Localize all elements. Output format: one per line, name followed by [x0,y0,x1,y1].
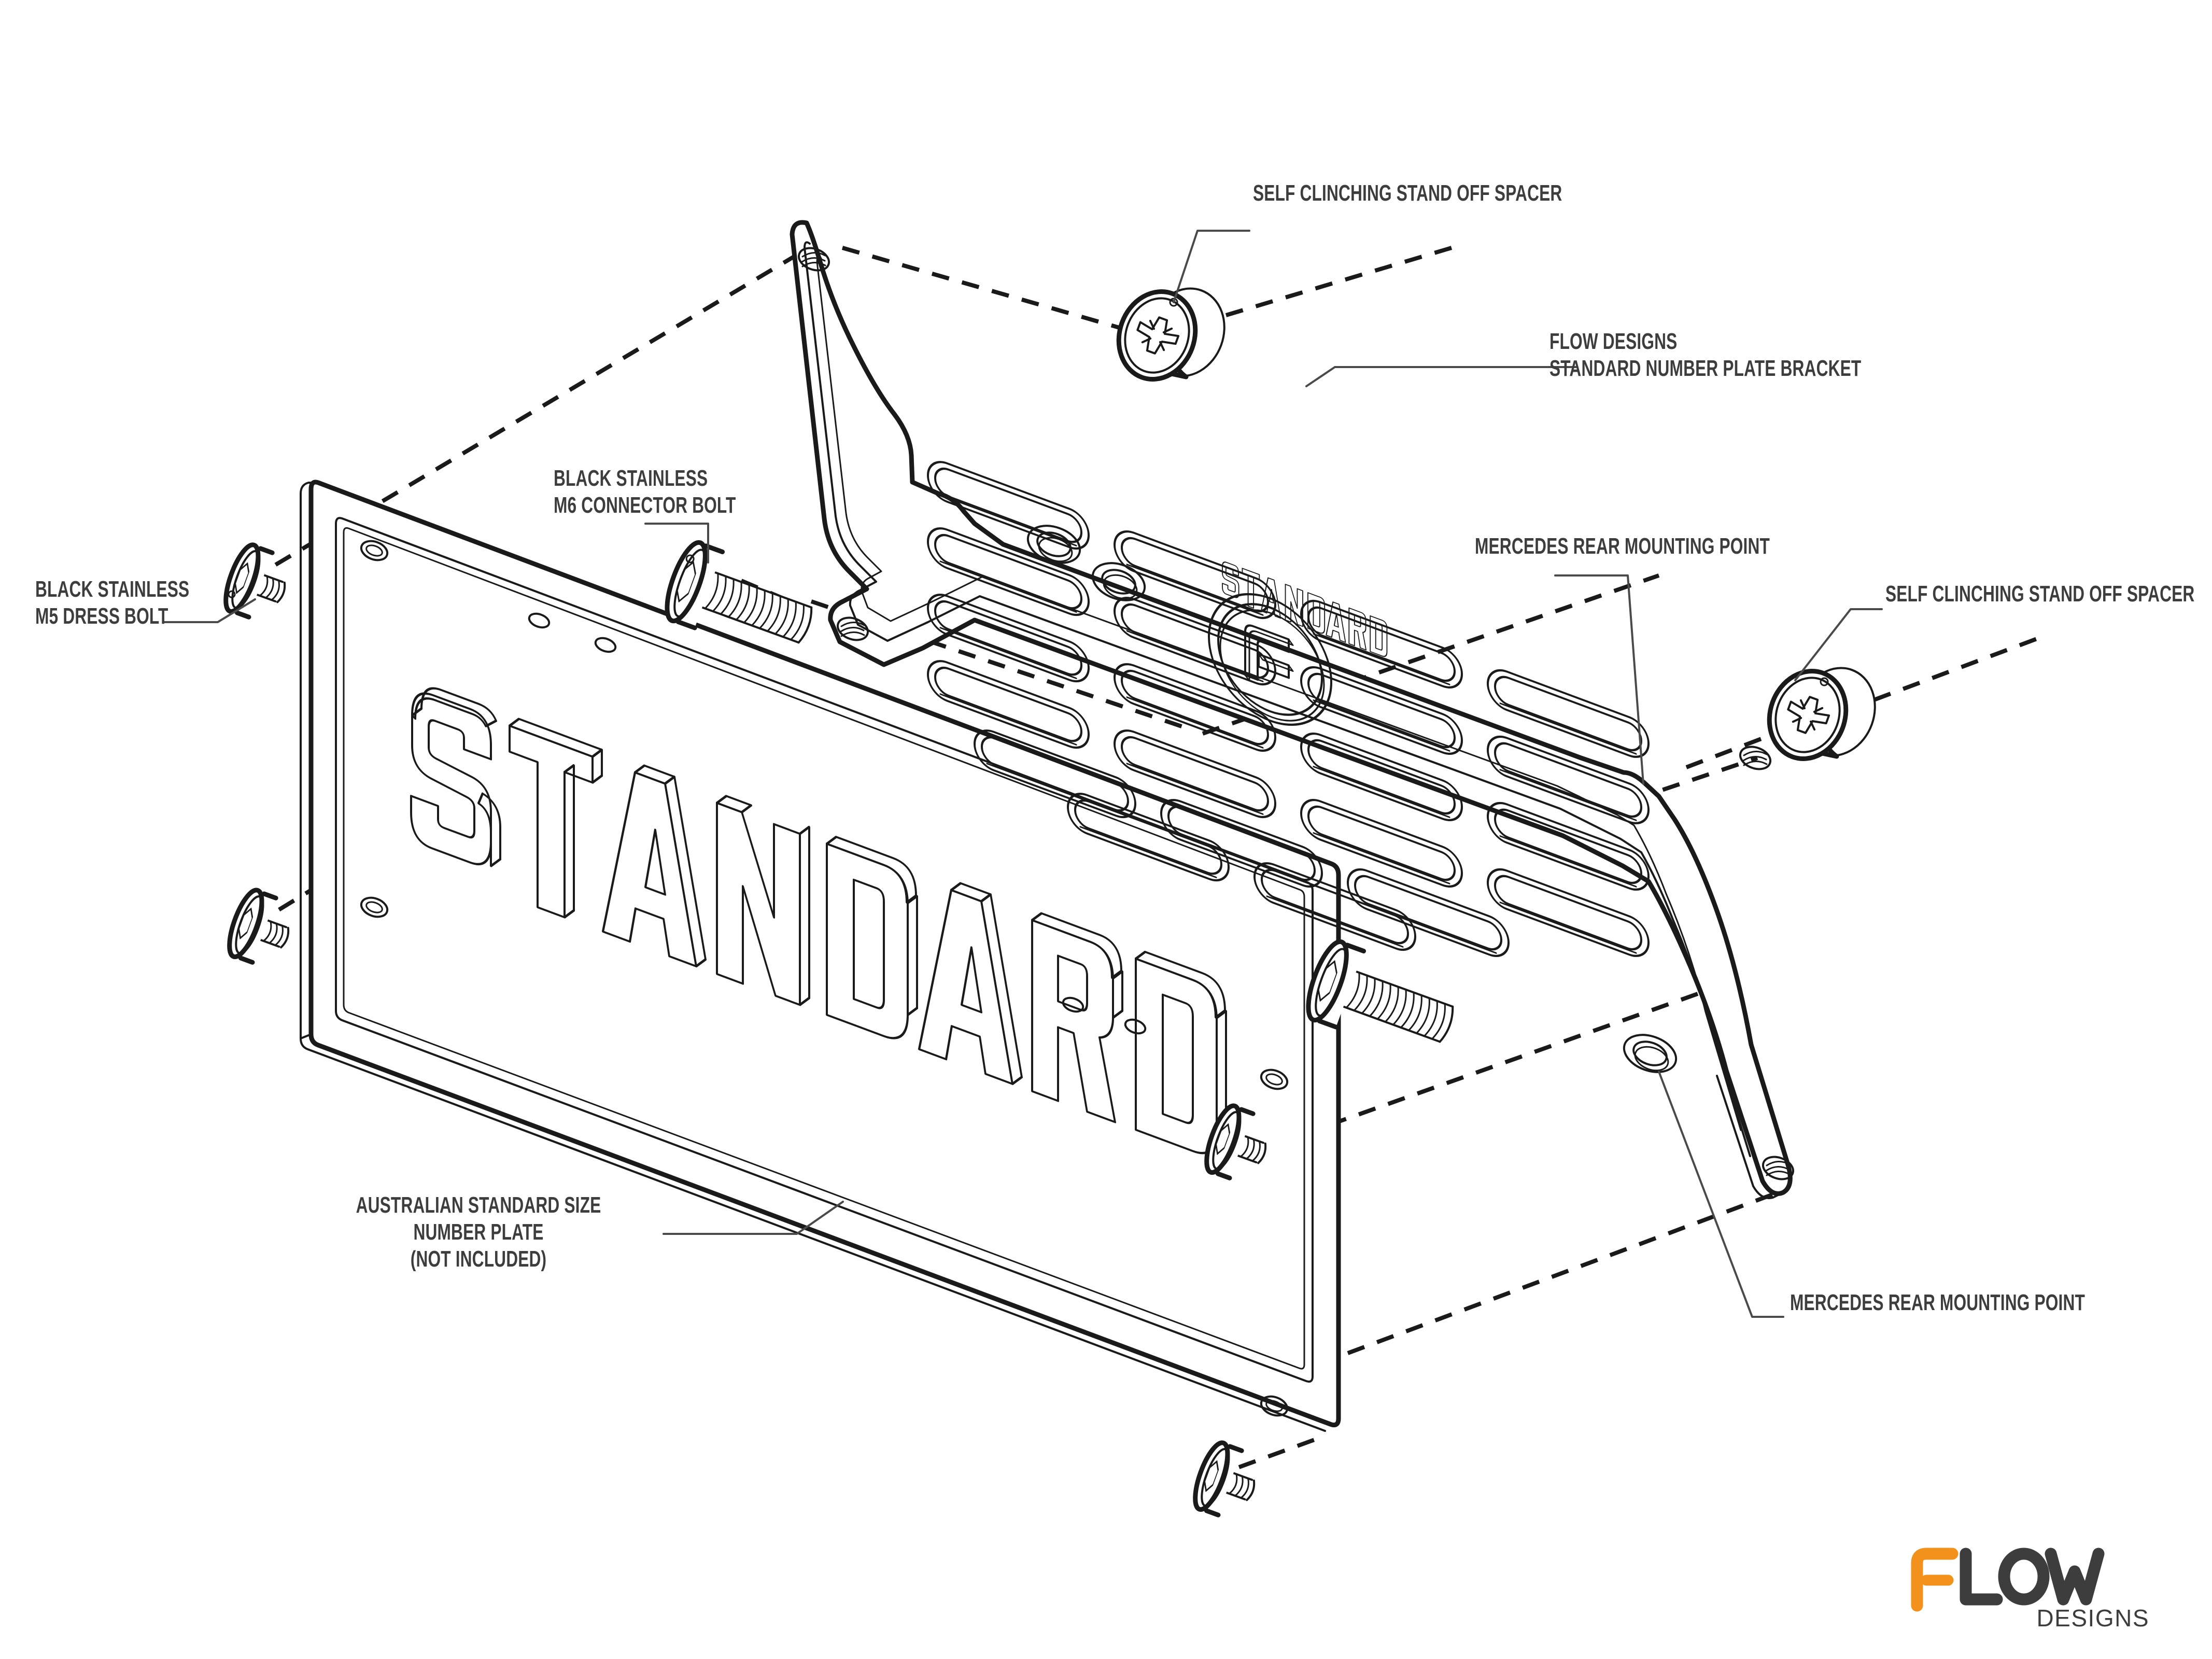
m5-dress-bolt-bottom-left [227,888,290,965]
bracket-threaded-holes [797,247,1795,1180]
m5-dress-bolt-plate-right [1204,1103,1267,1180]
mercedes-rear-mounting-point-boss-upper2 [1091,562,1146,601]
mercedes-rear-mounting-point-boss-lower [1623,1034,1678,1073]
plate-embossed-text [410,687,1227,1155]
flow-designs-logo: DESIGNS [1911,1548,2149,1632]
bracket-slot-cutouts [927,461,1650,958]
plate-mounting-holes [360,540,1289,1417]
plate-locator-holes [528,612,1147,1035]
logo-letter-f [1911,1548,1959,1612]
number-plate-bracket-part [790,220,1795,1199]
logo-designs-wordmark: DESIGNS [2036,1605,2149,1632]
stand-off-spacer-right [1767,667,1876,761]
logo-letters-low [1960,1548,2105,1606]
m6-connector-bolt-upper [665,540,813,644]
callout-leader-lines [163,230,1883,1318]
mercedes-rear-mounting-point-boss-upper [1026,525,1081,564]
m5-dress-bolt-plate-bottom [1193,1440,1256,1517]
bracket-flow-emblem [1208,593,1332,726]
m5-dress-bolt-top-left [223,542,286,620]
m6-connector-bolt-lower [1306,939,1454,1043]
stand-off-spacer-top [1116,287,1225,382]
